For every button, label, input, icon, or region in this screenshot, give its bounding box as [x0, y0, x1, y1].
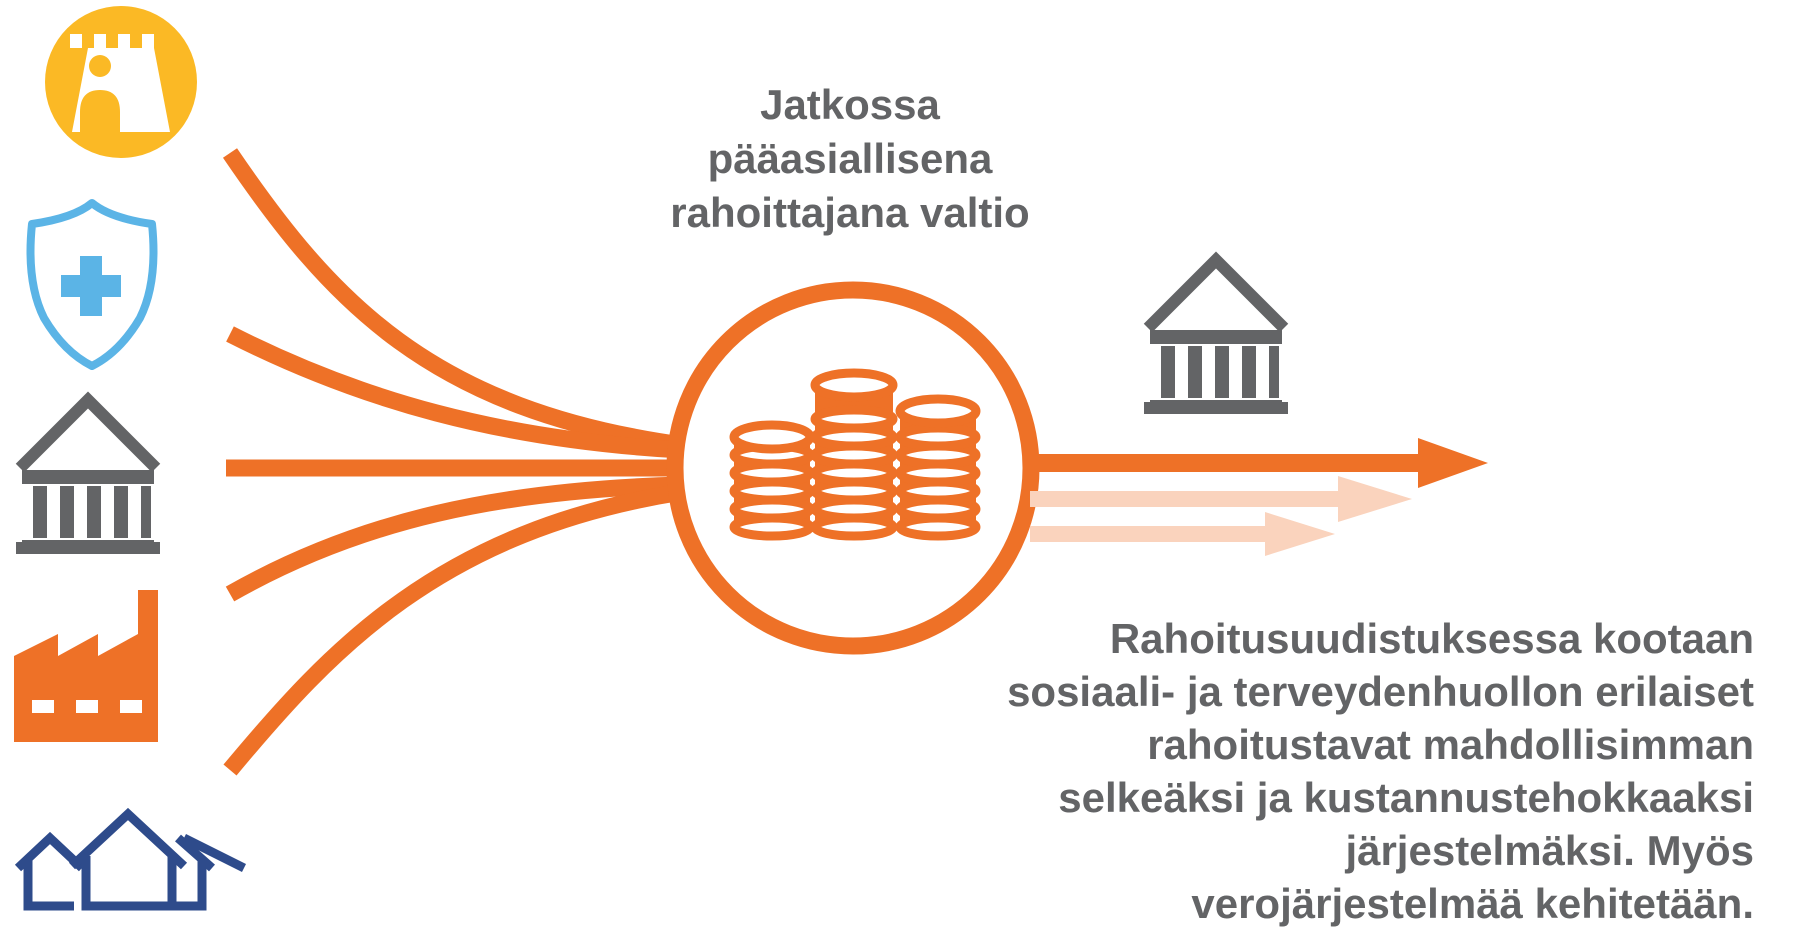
bottom-caption-line-3: rahoitustavat mahdollisimman — [1147, 721, 1754, 768]
bottom-caption-line-2: sosiaali- ja terveydenhuollon erilaiset — [1007, 668, 1754, 715]
bottom-caption-line-4: selkeäksi ja kustannustehokkaaksi — [1058, 774, 1754, 821]
coin-stack-middle — [810, 368, 898, 541]
outflow-arrow-light-2 — [1030, 512, 1335, 556]
inflow-line-5 — [223, 483, 684, 776]
inflow-line-2 — [226, 326, 683, 459]
shield-plus-icon — [26, 199, 158, 370]
bottom-caption-line-1: Rahoitusuudistuksessa kootaan — [1109, 615, 1754, 662]
inflow-lines — [222, 148, 684, 776]
bottom-caption-line-6: verojärjestelmää kehitetään. — [1191, 880, 1754, 927]
bottom-caption: Rahoitusuudistuksessa kootaan sosiaali- … — [774, 612, 1754, 930]
government-building-icon — [15, 391, 161, 554]
inflow-line-1 — [222, 148, 684, 454]
outflow-arrow-light-1 — [1030, 476, 1412, 522]
inflow-line-4 — [225, 476, 683, 602]
tower-icon — [45, 6, 197, 158]
top-caption-line-2: pääasiallisena — [707, 135, 993, 182]
coin-stack-right — [895, 394, 981, 541]
coin-stack-left — [729, 420, 815, 541]
destination-building-icon — [1143, 251, 1289, 414]
top-caption-line-1: Jatkossa — [760, 81, 940, 128]
factory-icon — [14, 590, 158, 742]
coin-stacks-icon — [729, 368, 981, 541]
outflow-arrows — [1030, 438, 1488, 556]
houses-icon — [14, 807, 247, 911]
top-caption-line-3: rahoittajana valtio — [670, 189, 1030, 236]
outflow-arrow-main — [1030, 438, 1488, 488]
top-caption: Jatkossa pääasiallisena rahoittajana val… — [540, 78, 1160, 240]
bottom-caption-line-5: järjestelmäksi. Myös — [1345, 827, 1754, 874]
